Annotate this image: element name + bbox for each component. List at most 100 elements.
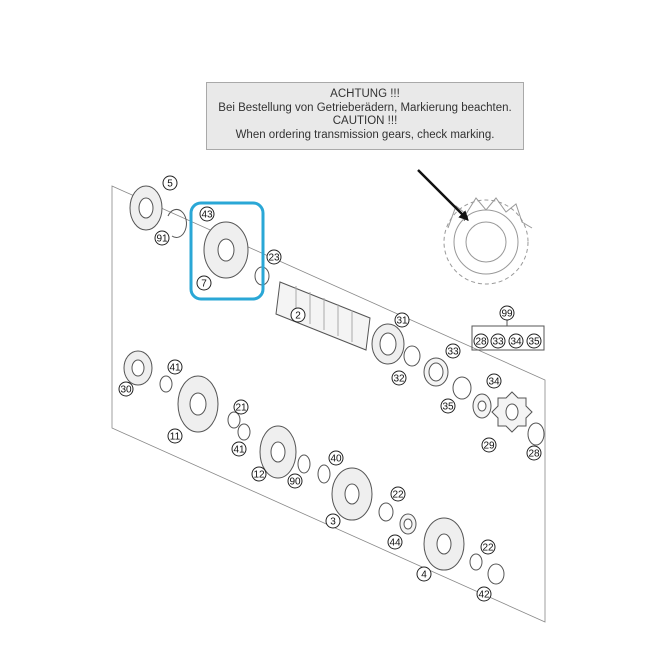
callout-22a-label: 22: [392, 490, 404, 501]
washer-28: [527, 422, 545, 446]
callout-29[interactable]: 29: [481, 437, 497, 453]
callout-35a-label: 35: [442, 402, 454, 413]
callout-35k-label: 35: [528, 337, 540, 348]
bushing-22b: [469, 553, 483, 571]
circlip-35: [452, 376, 472, 400]
callout-22a[interactable]: 22: [390, 486, 406, 502]
notice-line-4: When ordering transmission gears, check …: [235, 128, 495, 141]
callout-41b[interactable]: 41: [231, 441, 247, 457]
gear-4: [423, 517, 465, 571]
callout-34k-label: 34: [510, 337, 522, 348]
callout-22b-label: 22: [482, 543, 494, 554]
spacer-34: [472, 393, 492, 419]
gear-12: [259, 425, 297, 479]
callout-30[interactable]: 30: [118, 381, 134, 397]
callout-29-label: 29: [483, 441, 495, 452]
gear-43-7: [203, 221, 249, 279]
callout-91[interactable]: 91: [154, 230, 170, 246]
washer-41b: [237, 423, 251, 441]
callout-90-label: 90: [289, 477, 301, 488]
callout-41b-label: 41: [233, 445, 245, 456]
callout-40-label: 40: [330, 454, 342, 465]
callout-5-label: 5: [167, 179, 173, 190]
callout-30-label: 30: [120, 385, 132, 396]
notice-line-3: CAUTION !!!: [332, 115, 398, 127]
bearing-30: [123, 350, 153, 386]
callout-3[interactable]: 3: [325, 513, 341, 529]
callout-90[interactable]: 90: [287, 473, 303, 489]
marking-arrow: [417, 169, 469, 221]
callout-42[interactable]: 42: [476, 586, 492, 602]
callout-44[interactable]: 44: [387, 534, 403, 550]
callout-11[interactable]: 11: [167, 428, 183, 444]
callout-4-label: 4: [421, 570, 427, 581]
callout-43[interactable]: 43: [199, 206, 215, 222]
gear-11: [177, 375, 219, 433]
callout-42-label: 42: [478, 590, 490, 601]
kit-bracket-99: [471, 320, 545, 351]
callout-31[interactable]: 31: [394, 312, 410, 328]
callout-99-label: 99: [501, 309, 513, 320]
caution-notice: ACHTUNG !!! Bei Bestellung von Getrieber…: [206, 82, 524, 150]
bushing-22a: [378, 502, 394, 522]
callout-34k[interactable]: 34: [508, 333, 524, 349]
washer-40: [317, 464, 331, 484]
callout-33k-label: 33: [492, 337, 504, 348]
bearing-31: [371, 323, 405, 365]
callout-34a[interactable]: 34: [486, 373, 502, 389]
callout-7-label: 7: [201, 279, 207, 290]
callout-35k[interactable]: 35: [526, 333, 542, 349]
callout-28a-label: 28: [528, 449, 540, 460]
circlip-91: [167, 209, 187, 238]
callout-23-label: 23: [268, 253, 280, 264]
callout-28k-label: 28: [475, 337, 487, 348]
callout-4[interactable]: 4: [416, 566, 432, 582]
washer-42: [487, 563, 505, 585]
callout-44-label: 44: [389, 538, 401, 549]
sprocket-29: [491, 391, 533, 433]
callout-35a[interactable]: 35: [440, 398, 456, 414]
callout-33a-label: 33: [447, 347, 459, 358]
bushing-21: [227, 411, 241, 429]
callout-99[interactable]: 99: [499, 305, 515, 321]
main-shaft: [275, 281, 371, 351]
callout-12-label: 12: [253, 470, 265, 481]
ring-32: [403, 345, 421, 367]
callout-28k[interactable]: 28: [473, 333, 489, 349]
callout-32-label: 32: [393, 374, 405, 385]
callout-34a-label: 34: [488, 377, 500, 388]
callout-33k[interactable]: 33: [490, 333, 506, 349]
marked-gear-illustration: [443, 197, 533, 285]
callout-11-label: 11: [170, 432, 181, 443]
callout-40[interactable]: 40: [328, 450, 344, 466]
callout-21-label: 21: [235, 403, 247, 414]
callout-5[interactable]: 5: [162, 175, 178, 191]
callout-12[interactable]: 12: [251, 466, 267, 482]
washer-44: [399, 513, 417, 535]
gear-3: [331, 467, 373, 521]
callout-3-label: 3: [330, 517, 336, 528]
callout-21[interactable]: 21: [233, 399, 249, 415]
callout-7[interactable]: 7: [196, 275, 212, 291]
callout-33a[interactable]: 33: [445, 343, 461, 359]
callout-2[interactable]: 2: [290, 307, 306, 323]
washer-41a: [159, 375, 173, 393]
gear-5: [129, 185, 163, 231]
notice-line-2: Bei Bestellung von Getrieberädern, Marki…: [218, 101, 512, 114]
callout-2-label: 2: [295, 311, 301, 322]
notice-line-1: ACHTUNG !!!: [330, 88, 400, 100]
callout-91-label: 91: [156, 234, 168, 245]
circlip-90: [297, 454, 311, 474]
callout-31-label: 31: [396, 316, 408, 327]
callout-22b[interactable]: 22: [480, 539, 496, 555]
callout-32[interactable]: 32: [391, 370, 407, 386]
highlight-box[interactable]: [189, 201, 265, 301]
callout-41a-label: 41: [169, 363, 181, 374]
marking-cross: ×: [463, 214, 469, 225]
callout-43-label: 43: [201, 210, 213, 221]
seal-33: [423, 357, 449, 387]
callout-41a[interactable]: 41: [167, 359, 183, 375]
callout-28a[interactable]: 28: [526, 445, 542, 461]
callout-23[interactable]: 23: [266, 249, 282, 265]
